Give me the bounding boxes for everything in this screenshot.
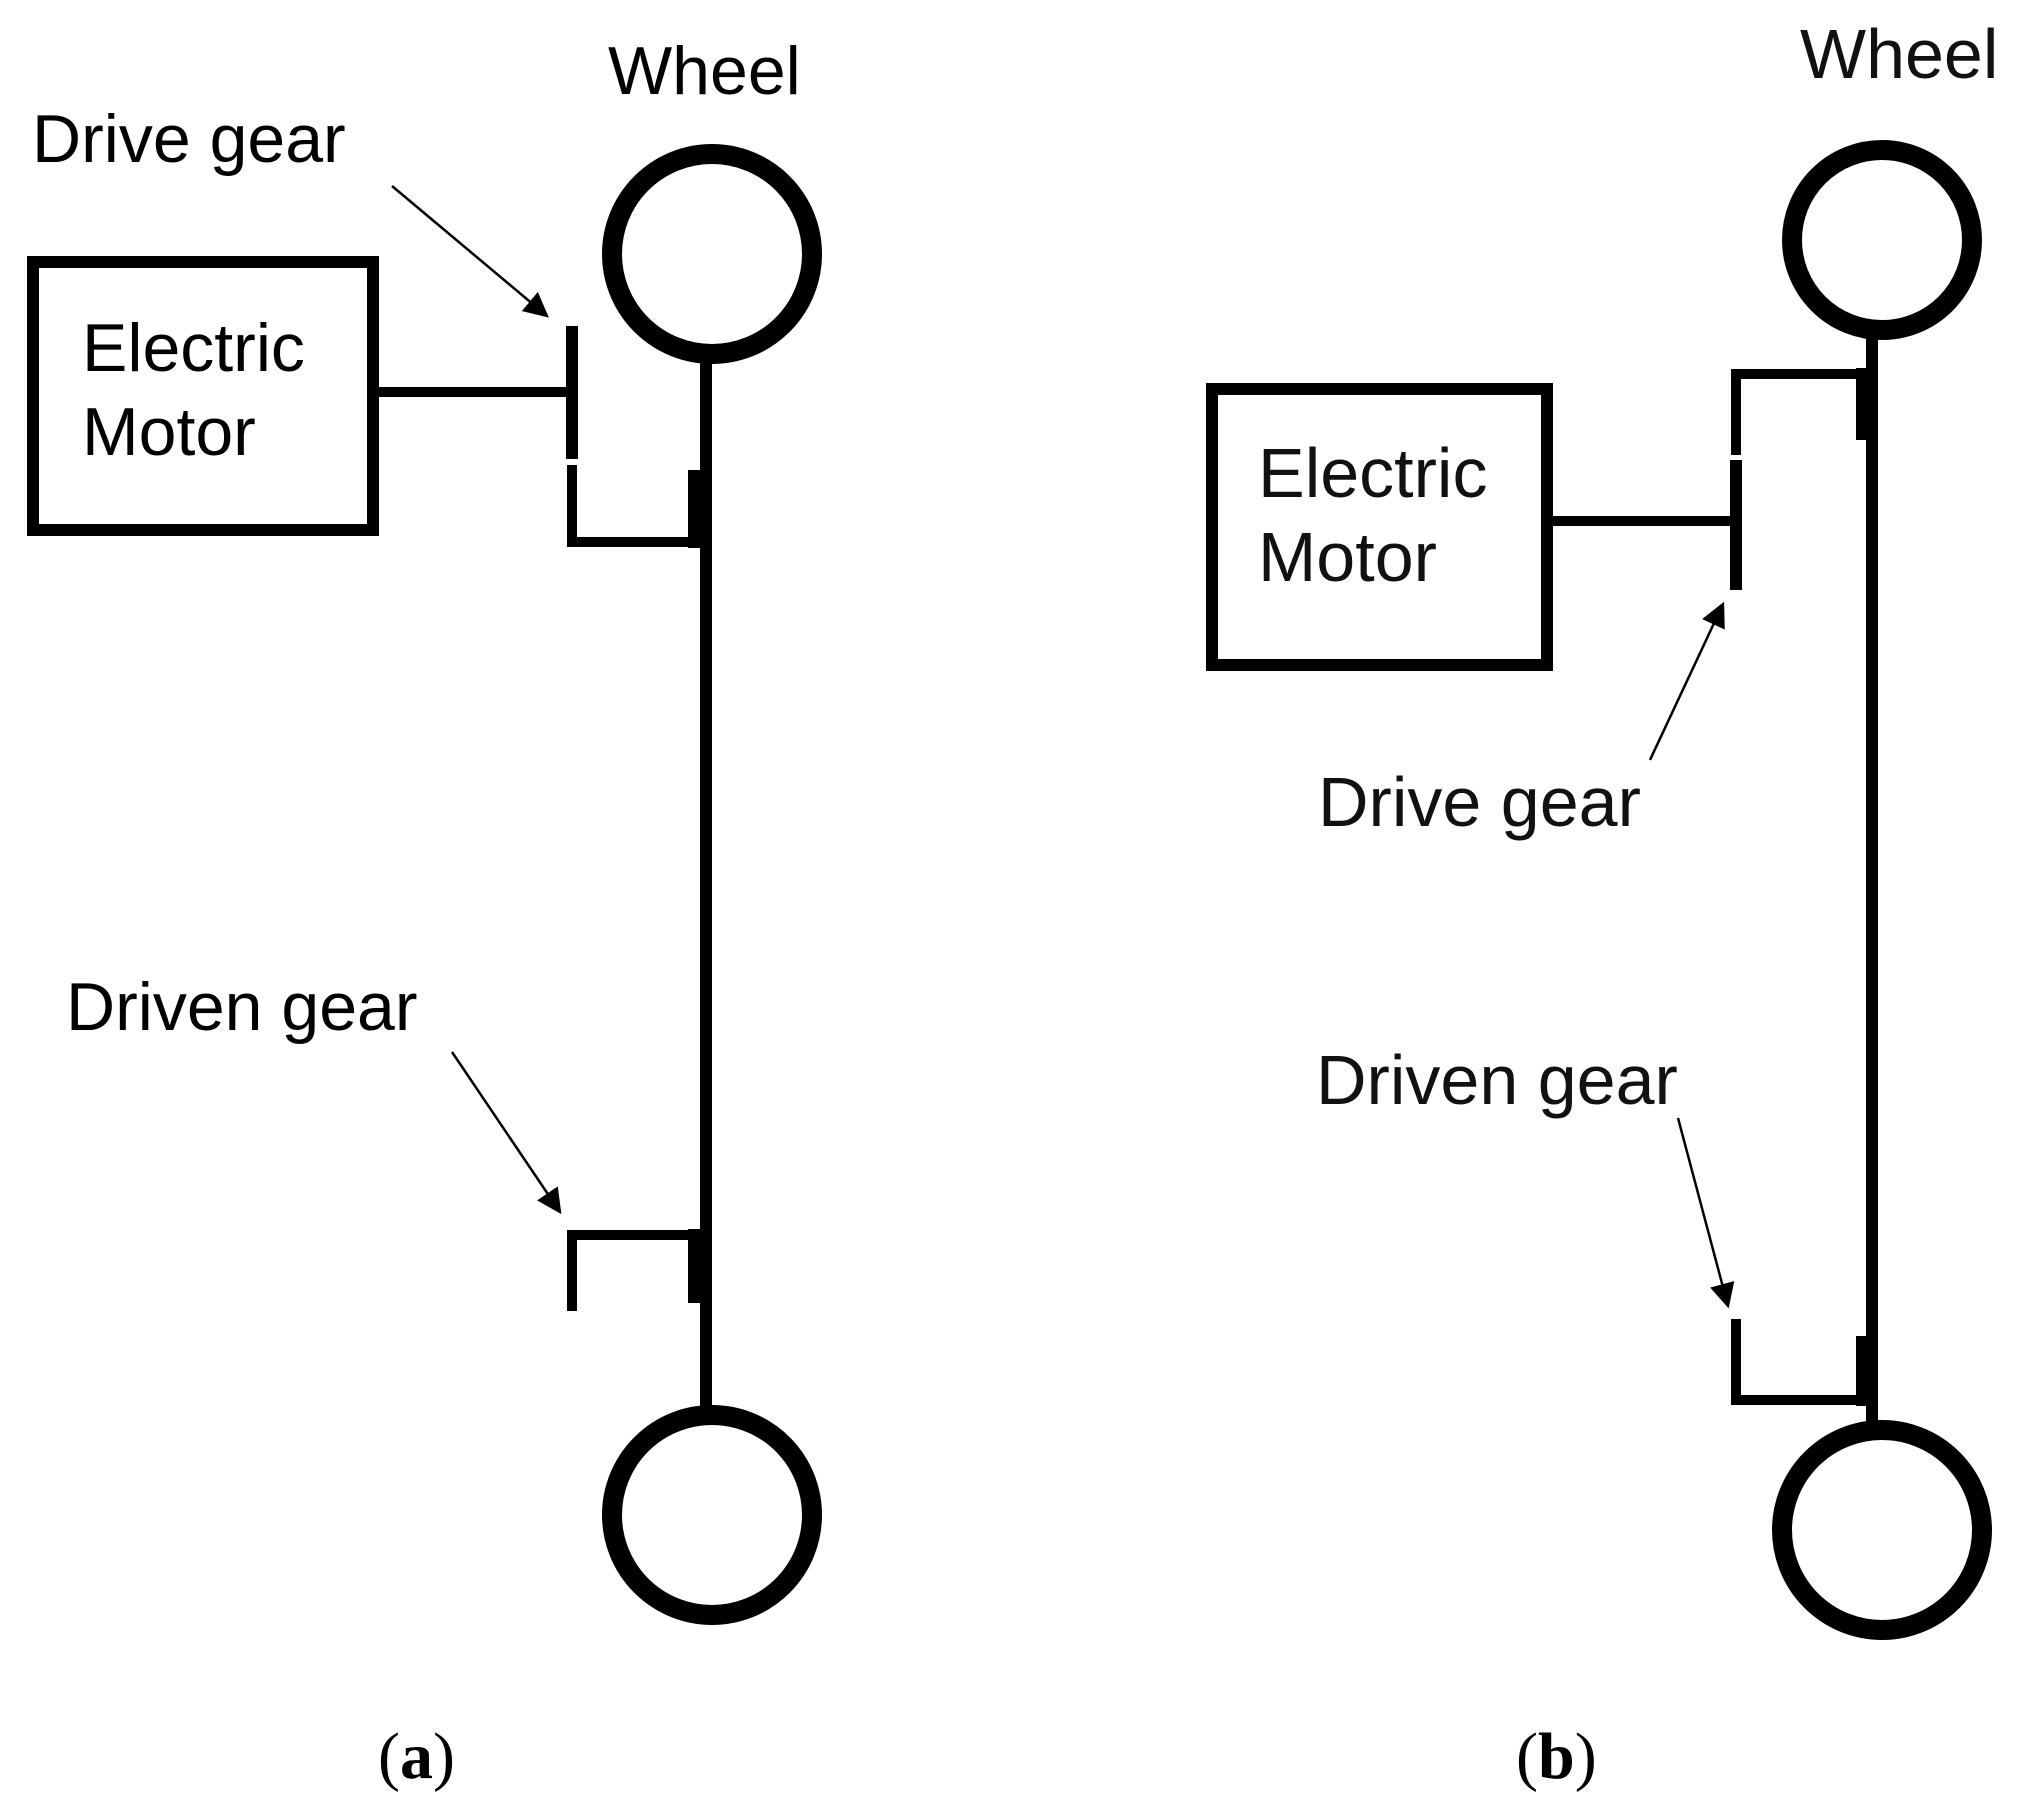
motor-label-line1-a: Electric: [82, 310, 305, 386]
caption-b: (b): [1516, 1720, 1597, 1793]
caption-close-b: ): [1575, 1720, 1597, 1793]
driven-gear-arrow-b: [1676, 1117, 1735, 1309]
caption-open-b: (: [1516, 1720, 1538, 1793]
driven-gear-label-b: Driven gear: [1316, 1041, 1678, 1119]
bottom-wheel-b: [1772, 1420, 1992, 1640]
driven-gear-arrow-a: [450, 1051, 562, 1215]
caption-close-a: ): [433, 1720, 455, 1793]
drive-gear-label-b: Drive gear: [1318, 763, 1641, 841]
caption-letter-a: a: [400, 1720, 433, 1793]
top-wheel-b: [1782, 140, 1982, 340]
panel-b: Electric Motor Wheel Drive gear Driven g…: [1206, 15, 1998, 1793]
top-wheel-a: [602, 144, 822, 364]
motor-label-line2-a: Motor: [82, 394, 256, 470]
caption-letter-b: b: [1538, 1720, 1575, 1793]
motor-label-line2-b: Motor: [1258, 518, 1437, 596]
drive-gear-arrow-a: [391, 185, 549, 318]
wheel-label-a: Wheel: [608, 33, 801, 109]
wheel-label-b: Wheel: [1800, 15, 1998, 93]
caption-a: (a): [378, 1720, 455, 1793]
driven-gear-bracket-b: [1731, 1319, 1871, 1405]
panel-a: Electric Motor Wheel Drive gear Driven g…: [27, 33, 822, 1793]
bottom-wheel-a: [602, 1405, 822, 1625]
caption-open-a: (: [378, 1720, 400, 1793]
electric-motor-box-b: [1206, 383, 1553, 671]
drive-gear-label-a: Drive gear: [32, 101, 346, 177]
motor-label-line1-b: Electric: [1258, 434, 1487, 512]
upper-gear-bracket-a: [567, 465, 705, 547]
driven-gear-label-a: Driven gear: [66, 969, 418, 1045]
drive-gear-arrow-b: [1648, 601, 1725, 761]
upper-gear-bracket-b: [1731, 369, 1871, 455]
driven-gear-bracket-a: [567, 1230, 705, 1311]
